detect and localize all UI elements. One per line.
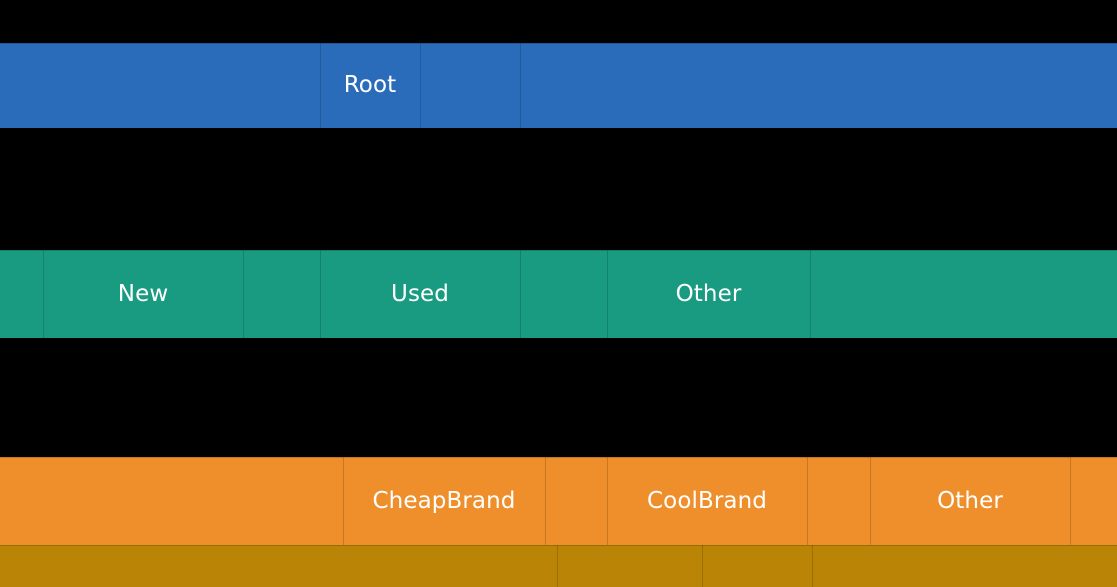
icicle-node-unlabeled[interactable] (810, 250, 1117, 338)
icicle-node-unlabeled[interactable] (545, 457, 607, 545)
icicle-node-label: Other (937, 487, 1003, 514)
icicle-node-unlabeled[interactable] (0, 457, 343, 545)
icicle-node-label: Other (675, 280, 742, 307)
icicle-node-label: Used (391, 280, 449, 307)
icicle-node-other[interactable]: Other (607, 250, 810, 338)
icicle-node-unlabeled[interactable] (243, 250, 320, 338)
icicle-node-other[interactable]: Other (870, 457, 1070, 545)
level-condition: New Used Other (0, 250, 1117, 338)
level-root: Root (0, 43, 1117, 128)
icicle-node-unlabeled[interactable] (520, 43, 1117, 128)
icicle-node-label: CheapBrand (372, 487, 516, 514)
icicle-node-unlabeled[interactable] (0, 545, 557, 587)
icicle-node-label: New (117, 280, 169, 307)
level-brand: CheapBrand CoolBrand Other (0, 457, 1117, 545)
icicle-node-unlabeled[interactable] (0, 250, 43, 338)
icicle-node-unlabeled[interactable] (1070, 457, 1117, 545)
icicle-node-unlabeled[interactable] (702, 545, 812, 587)
icicle-node-label: Root (343, 72, 397, 98)
icicle-node-unlabeled[interactable] (0, 43, 320, 128)
icicle-node-unlabeled[interactable] (420, 43, 520, 128)
icicle-node-coolbrand[interactable]: CoolBrand (607, 457, 807, 545)
icicle-node-unlabeled[interactable] (807, 457, 870, 545)
icicle-node-new[interactable]: New (43, 250, 243, 338)
level-leaf (0, 545, 1117, 587)
icicle-node-unlabeled[interactable] (557, 545, 702, 587)
icicle-node-label: CoolBrand (647, 487, 767, 514)
icicle-node-used[interactable]: Used (320, 250, 520, 338)
icicle-node-unlabeled[interactable] (520, 250, 607, 338)
icicle-node-root[interactable]: Root (320, 43, 420, 128)
icicle-node-cheapbrand[interactable]: CheapBrand (343, 457, 545, 545)
icicle-node-unlabeled[interactable] (812, 545, 1117, 587)
